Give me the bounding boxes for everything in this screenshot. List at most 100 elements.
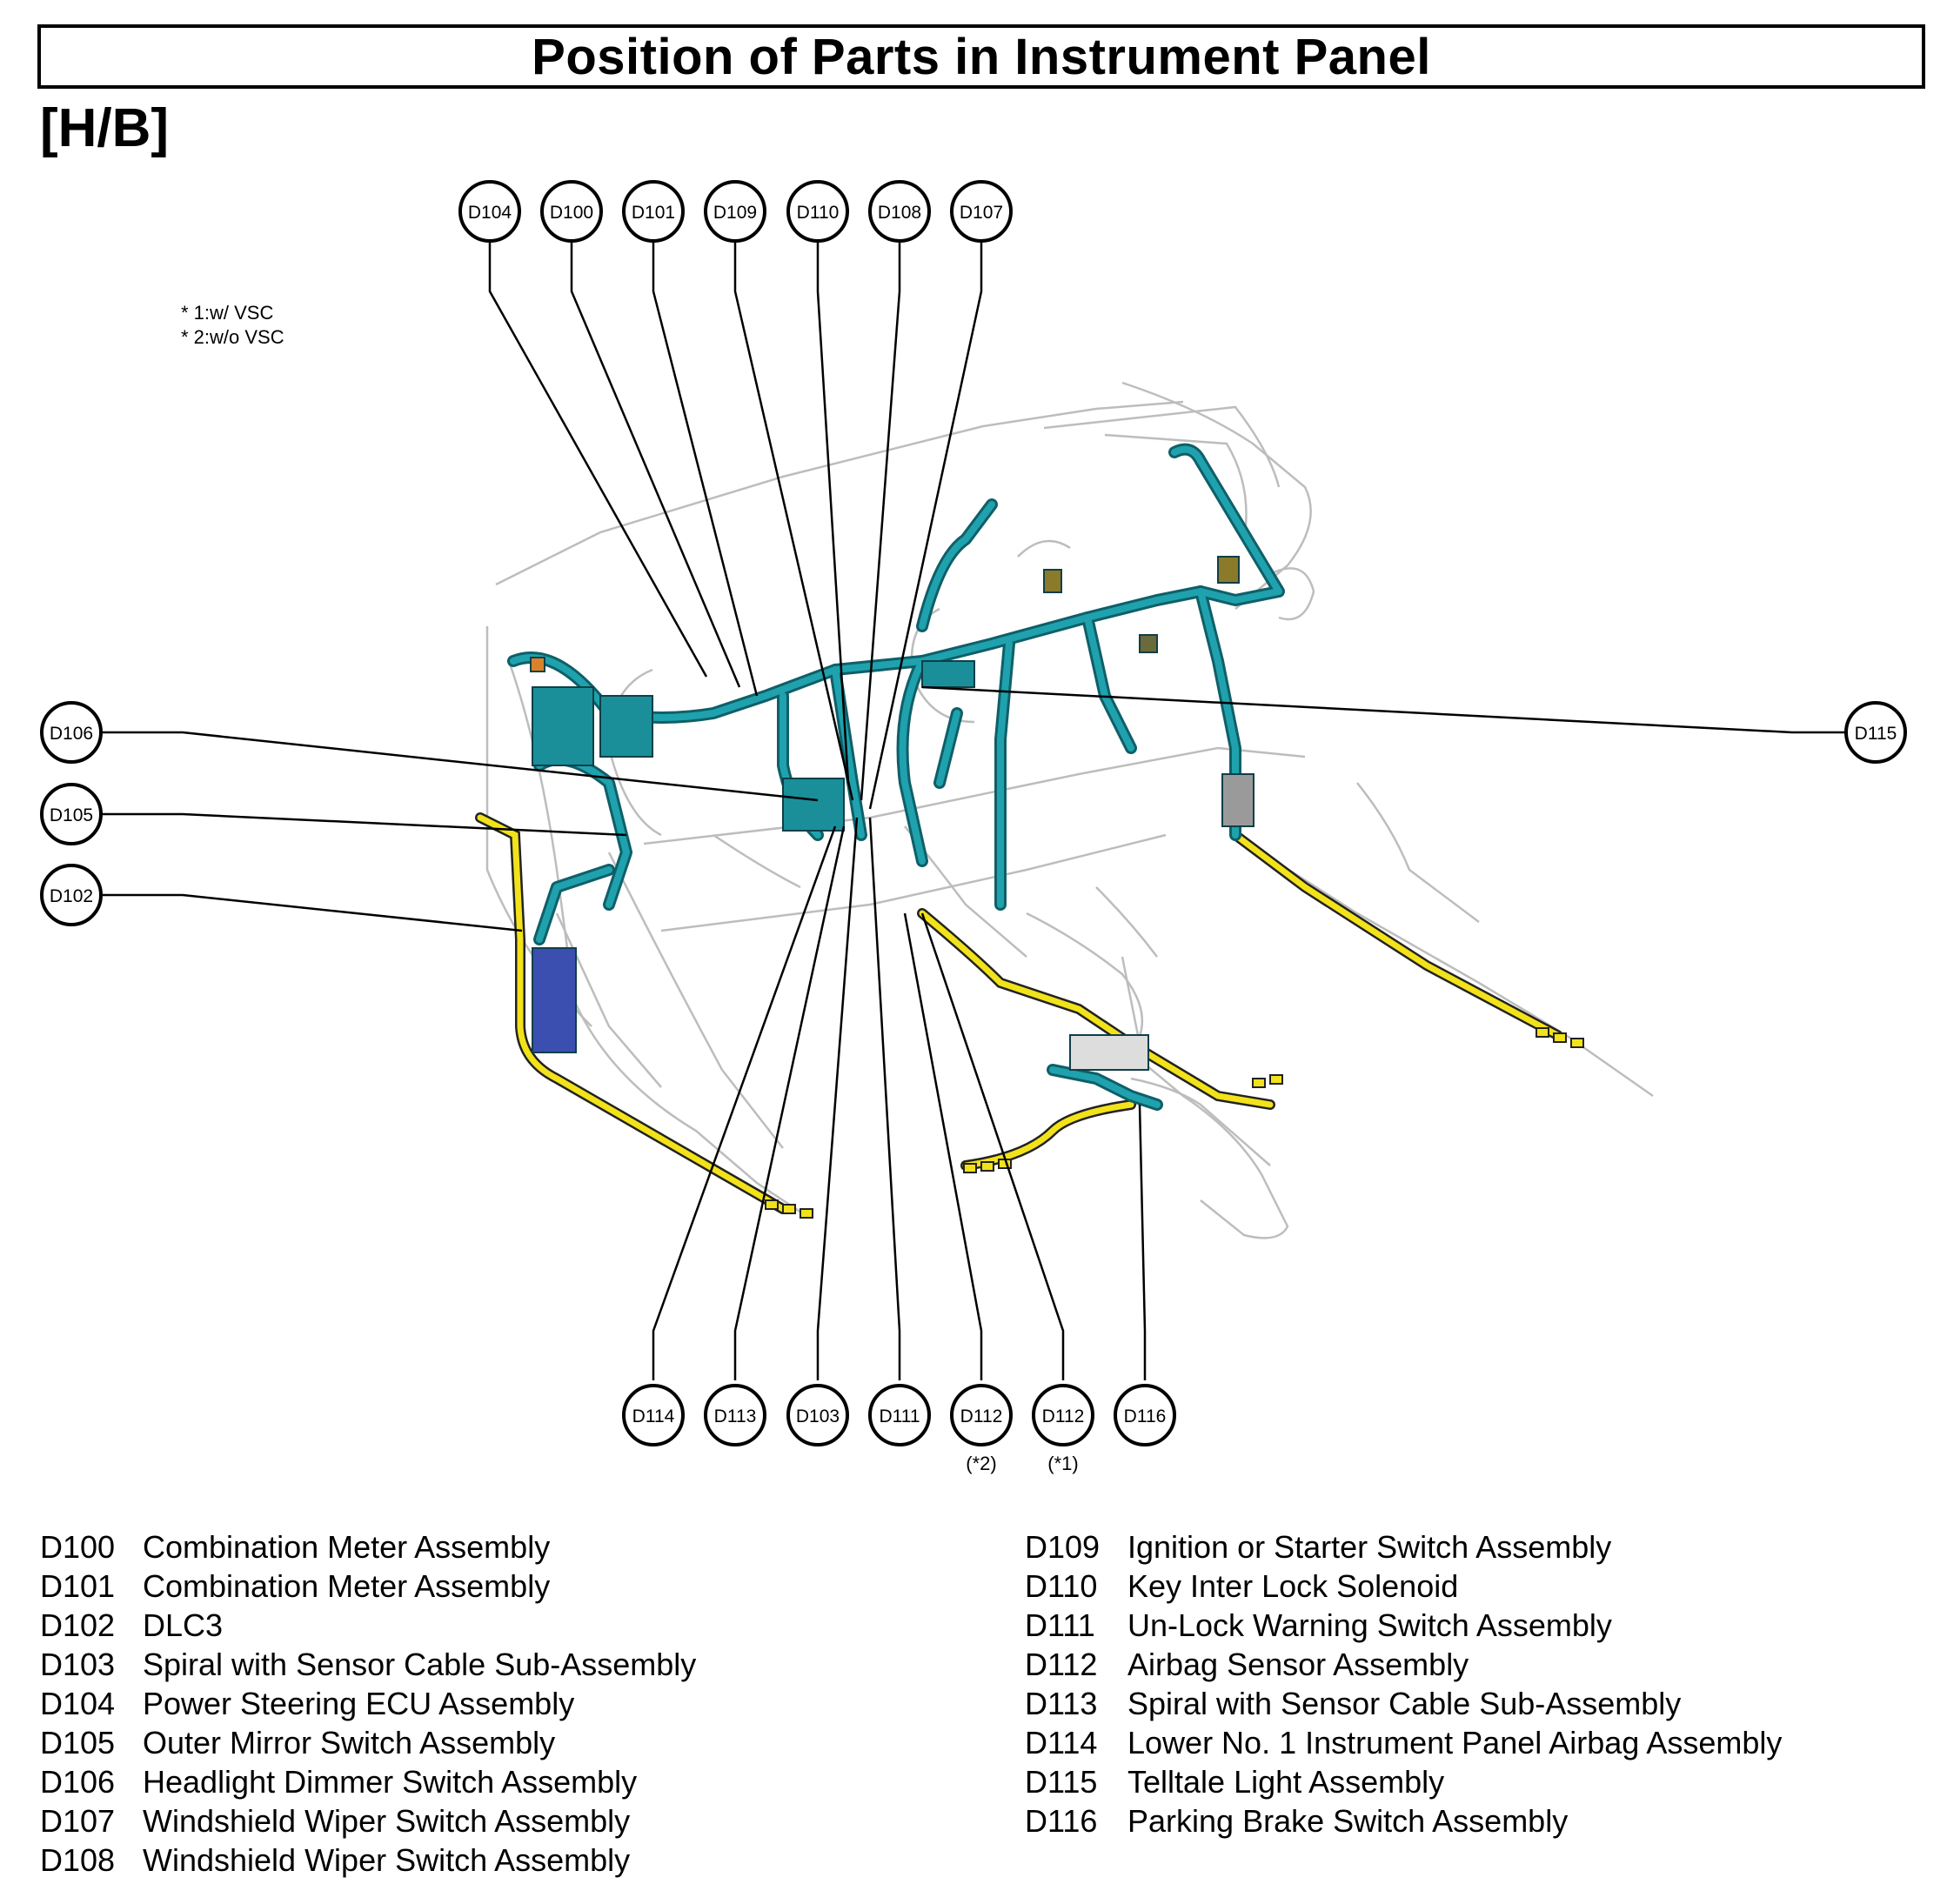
yellow-connector-ends xyxy=(765,1027,1584,1219)
svg-text:D114: D114 xyxy=(632,1406,675,1426)
callout-D113: D113 xyxy=(704,1384,766,1446)
legend-code: D113 xyxy=(1025,1686,1098,1721)
legend-name: Windshield Wiper Switch Assembly xyxy=(143,1803,631,1839)
legend-code: D115 xyxy=(1025,1764,1098,1800)
svg-text:D113: D113 xyxy=(714,1406,757,1426)
callout-D109: D109 xyxy=(704,180,766,243)
svg-text:D115: D115 xyxy=(1855,724,1897,744)
svg-text:D102: D102 xyxy=(50,886,93,906)
legend-row: D109 Ignition or Starter Switch Assembly xyxy=(1025,1527,1782,1567)
callout-D111: D111 xyxy=(868,1384,931,1446)
legend-code: D107 xyxy=(40,1803,116,1839)
legend-name: DLC3 xyxy=(143,1607,224,1643)
legend-code: D110 xyxy=(1025,1568,1098,1604)
svg-text:D108: D108 xyxy=(878,203,921,223)
callout-D115: D115 xyxy=(1844,701,1907,764)
legend-name: Airbag Sensor Assembly xyxy=(1127,1647,1469,1682)
legend-code: D116 xyxy=(1025,1803,1098,1839)
callout-D116: D116 xyxy=(1114,1384,1176,1446)
svg-text:D111: D111 xyxy=(879,1406,920,1426)
legend-name: Headlight Dimmer Switch Assembly xyxy=(143,1764,638,1800)
callout-D100: D100 xyxy=(540,180,603,243)
legend-code: D109 xyxy=(1025,1529,1101,1565)
connector-blocks xyxy=(530,556,1255,1071)
legend-code: D105 xyxy=(40,1725,116,1760)
callout-D103: D103 xyxy=(786,1384,849,1446)
legend-code: D100 xyxy=(40,1529,116,1565)
callout-note: (*1) xyxy=(1047,1453,1078,1474)
callout-D107: D107 xyxy=(950,180,1013,243)
page-title: Position of Parts in Instrument Panel xyxy=(532,28,1431,85)
callout-D112-w-vsc: D112 (*1) xyxy=(1032,1384,1094,1474)
callout-note: (*2) xyxy=(966,1453,996,1474)
legend-name: Lower No. 1 Instrument Panel Airbag Asse… xyxy=(1127,1725,1783,1760)
legend-name: Parking Brake Switch Assembly xyxy=(1127,1803,1569,1839)
legend-name: Un-Lock Warning Switch Assembly xyxy=(1127,1607,1612,1643)
callout-D110: D110 xyxy=(786,180,849,243)
main-harness xyxy=(507,443,1285,1111)
vsc-notes: * 1:w/ VSC * 2:w/o VSC xyxy=(181,301,284,350)
legend-row: D111 Un-Lock Warning Switch Assembly xyxy=(1025,1606,1782,1645)
legend-code: D102 xyxy=(40,1607,116,1643)
legend-name: Outer Mirror Switch Assembly xyxy=(143,1725,556,1760)
callout-D106: D106 xyxy=(40,701,103,764)
legend-code: D103 xyxy=(40,1647,116,1682)
callouts-bottom: D114 D113 D103 D111 D112 (*2) D112 (*1) … xyxy=(622,1384,1176,1474)
svg-text:D107: D107 xyxy=(960,203,1003,223)
legend-row: D113 Spiral with Sensor Cable Sub-Assembl… xyxy=(1025,1684,1782,1723)
legend-code: D111 xyxy=(1025,1607,1095,1643)
legend-row: D116 Parking Brake Switch Assembly xyxy=(1025,1801,1782,1841)
legend-code: D104 xyxy=(40,1686,116,1721)
vehicle-outline xyxy=(485,381,1654,1239)
legend-name: Spiral with Sensor Cable Sub-Assembly xyxy=(143,1647,697,1682)
svg-text:D109: D109 xyxy=(713,203,757,223)
harness-subtitle: [H/B] xyxy=(40,98,170,158)
legend-code: D106 xyxy=(40,1764,116,1800)
note-1: * 1:w/ VSC xyxy=(181,302,274,324)
legend-row: D105 Outer Mirror Switch Assembly xyxy=(40,1723,696,1762)
legend-name: Combination Meter Assembly xyxy=(143,1529,551,1565)
leader-lines xyxy=(103,233,1846,1380)
legend-row: D115 Telltale Light Assembly xyxy=(1025,1762,1782,1801)
callout-D112-w-o-vsc: D112 (*2) xyxy=(950,1384,1013,1474)
callouts-right: D115 xyxy=(1844,701,1907,764)
svg-text:D110: D110 xyxy=(797,203,840,223)
svg-text:D101: D101 xyxy=(632,203,675,223)
legend-name: Combination Meter Assembly xyxy=(143,1568,551,1604)
svg-text:D104: D104 xyxy=(468,203,512,223)
legend-row: D102 DLC3 xyxy=(40,1606,696,1645)
callouts-left: D106 D105 D102 xyxy=(40,701,103,926)
title-box: Position of Parts in Instrument Panel xyxy=(37,24,1925,89)
svg-text:D100: D100 xyxy=(550,203,593,223)
legend-code: D101 xyxy=(40,1568,116,1604)
legend-row: D112 Airbag Sensor Assembly xyxy=(1025,1645,1782,1684)
legend-code: D112 xyxy=(1025,1647,1098,1682)
legend-name: Spiral with Sensor Cable Sub-Assembly xyxy=(1127,1686,1682,1721)
svg-text:D112: D112 xyxy=(960,1406,1003,1426)
callout-D105: D105 xyxy=(40,783,103,845)
svg-text:D106: D106 xyxy=(50,724,93,744)
svg-text:D112: D112 xyxy=(1042,1406,1085,1426)
callout-D101: D101 xyxy=(622,180,685,243)
legend-row: D114 Lower No. 1 Instrument Panel Airbag … xyxy=(1025,1723,1782,1762)
legend-row: D101 Combination Meter Assembly xyxy=(40,1567,696,1606)
legend-code: D114 xyxy=(1025,1725,1098,1760)
legend-row: D106 Headlight Dimmer Switch Assembly xyxy=(40,1762,696,1801)
legend-name: Telltale Light Assembly xyxy=(1127,1764,1445,1800)
legend-row: D103 Spiral with Sensor Cable Sub-Assembl… xyxy=(40,1645,696,1684)
note-2: * 2:w/o VSC xyxy=(181,326,284,348)
legend-row: D100 Combination Meter Assembly xyxy=(40,1527,696,1567)
callout-D104: D104 xyxy=(458,180,521,243)
svg-text:D103: D103 xyxy=(796,1406,840,1426)
legend-row: D107 Windshield Wiper Switch Assembly xyxy=(40,1801,696,1841)
callout-D114: D114 xyxy=(622,1384,685,1446)
legend-name: Ignition or Starter Switch Assembly xyxy=(1127,1529,1612,1565)
legend-row: D110 Key Inter Lock Solenoid xyxy=(1025,1567,1782,1606)
legend-name: Key Inter Lock Solenoid xyxy=(1127,1568,1459,1604)
svg-text:D116: D116 xyxy=(1124,1406,1167,1426)
